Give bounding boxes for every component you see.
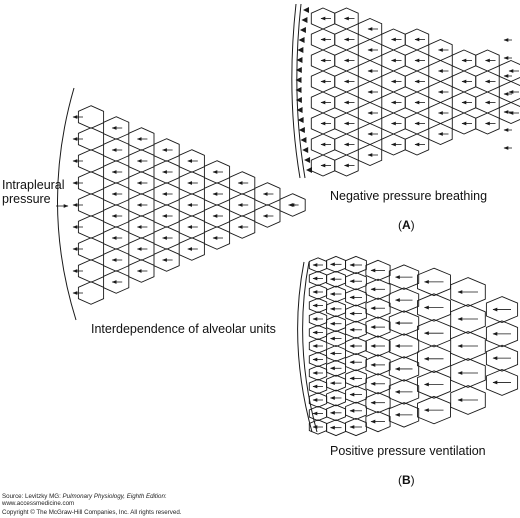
alveolus-hexagon [450, 358, 486, 388]
inward-pointing-pleural-arrowheads [296, 57, 303, 63]
alveolus-hexagon [77, 105, 105, 129]
alveolus-hexagon [345, 272, 367, 291]
alveolus-hexagon [326, 270, 346, 288]
alveolus-hexagon [388, 264, 420, 290]
source-citation: Source: Levitzky MG: Pulmonary Physiolog… [2, 493, 167, 500]
source-website: www.accessmedicine.com [2, 500, 75, 507]
alveolus-hexagon [365, 335, 391, 357]
negative-pressure-diagram [291, 3, 520, 179]
inward-pointing-pleural-arrowheads [298, 127, 305, 133]
alveolus-hexagon [103, 116, 130, 140]
inward-pointing-pleural-arrowheads [299, 27, 306, 33]
alveolus-hexagon [279, 193, 306, 217]
chest-wall-outer [297, 261, 313, 433]
alveolus-hexagon [345, 304, 367, 323]
inward-pointing-pleural-arrowheads [295, 67, 302, 73]
alveolus-hexagon [326, 285, 346, 303]
alveolus-hexagon [153, 138, 180, 162]
alveolus-hexagon [308, 284, 328, 300]
alveolus-hexagon [388, 333, 420, 359]
alveolus-hexagon [485, 320, 519, 348]
alveolus-hexagon [345, 288, 367, 307]
alveolus-hexagon [326, 330, 346, 347]
alveolus-hexagon [345, 336, 367, 356]
alveolus-hexagon [450, 385, 486, 415]
inward-pointing-pleural-arrowheads [301, 17, 308, 23]
alveolus-hexagon [365, 259, 391, 281]
inward-pointing-pleural-arrowheads [300, 137, 307, 143]
alveolus-hexagon [388, 287, 420, 313]
alveolus-hexagon [498, 102, 520, 124]
positive-pressure-label: Positive pressure ventilation [330, 444, 486, 458]
alveolus-hexagon [365, 297, 391, 319]
alveolus-hexagon [365, 278, 391, 300]
interdependence-diagram [56, 87, 306, 321]
alveolus-hexagon [365, 373, 391, 395]
alveolus-hexagon [365, 354, 391, 376]
alveolus-hexagon [345, 401, 367, 420]
alveolus-hexagon [345, 255, 367, 275]
alveolus-hexagon [485, 296, 519, 323]
inward-pointing-pleural-arrowheads [298, 37, 305, 43]
alveolus-hexagon [417, 293, 451, 322]
alveolus-hexagon [345, 385, 367, 404]
alveolus-hexagon [345, 369, 367, 388]
alveolus-hexagon [388, 310, 420, 336]
panel-a-letter: (A) [398, 218, 415, 232]
alveolus-hexagon [345, 353, 367, 372]
source-copyright: Copyright © The McGraw-Hill Companies, I… [2, 509, 182, 516]
alveolus-hexagon [345, 417, 367, 437]
alveolus-hexagon [308, 297, 328, 314]
alveolus-hexagon [388, 356, 420, 382]
alveolus-hexagon [365, 392, 391, 414]
alveolus-hexagon [450, 331, 486, 361]
inward-pointing-pleural-arrowheads [295, 87, 302, 93]
alveolus-hexagon [365, 316, 391, 338]
inward-pointing-pleural-arrowheads [295, 77, 302, 83]
alveolus-hexagon [178, 149, 205, 173]
inward-pointing-pleural-arrowheads [297, 47, 304, 53]
alveolus-hexagon [417, 267, 451, 297]
intrapleural-label-line2: pressure [2, 192, 51, 206]
inward-pointing-pleural-arrowheads [297, 117, 304, 123]
alveolus-hexagon [388, 402, 420, 428]
chest-wall-inner [302, 261, 318, 433]
chest-wall-outer [291, 3, 301, 179]
alveolus-hexagon [128, 127, 155, 151]
inward-pointing-pleural-arrowheads [296, 107, 303, 113]
panel-b-letter: (B) [398, 473, 415, 487]
alveolus-hexagon [345, 320, 367, 339]
alveolus-hexagon [450, 304, 486, 334]
inward-pointing-pleural-arrowheads [303, 7, 309, 13]
alveolus-hexagon [229, 171, 256, 195]
alveolus-hexagon [450, 277, 486, 307]
positive-pressure-diagram [297, 255, 519, 437]
inward-pointing-pleural-arrowheads [295, 97, 302, 103]
inward-pointing-pleural-arrowheads [306, 167, 312, 173]
alveolus-hexagon [388, 379, 420, 405]
alveolus-hexagon [485, 344, 519, 372]
negative-pressure-label: Negative pressure breathing [330, 189, 488, 203]
alveolus-hexagon [308, 311, 328, 327]
intrapleural-label-line1: Intrapleural [2, 178, 65, 192]
alveolus-hexagon [365, 411, 391, 433]
alveolus-hexagon [326, 300, 346, 318]
inward-pointing-pleural-arrowheads [304, 157, 311, 163]
interdependence-label: Interdependence of alveolar units [91, 322, 276, 336]
pleural-wall [57, 87, 77, 321]
alveolus-hexagon [326, 315, 346, 333]
alveolus-hexagon [485, 369, 519, 396]
chest-wall-inner [296, 3, 306, 179]
alveolus-hexagon [308, 324, 328, 341]
alveolus-hexagon [203, 160, 231, 184]
inward-pointing-pleural-arrowheads [302, 147, 309, 153]
alveolus-hexagon [254, 182, 281, 206]
